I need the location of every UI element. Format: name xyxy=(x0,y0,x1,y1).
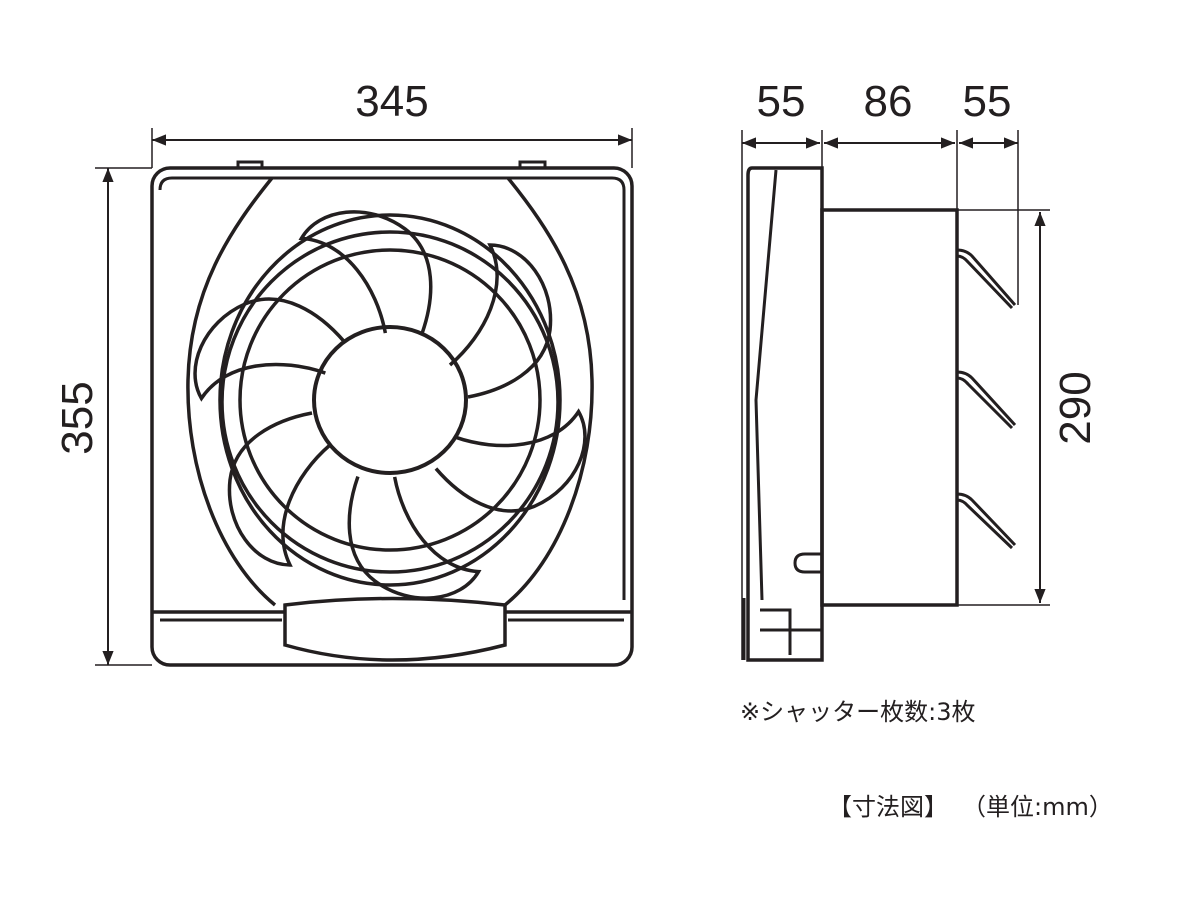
side-shutter-depth-label: 55 xyxy=(963,77,1012,126)
fan-outer-ring xyxy=(218,213,562,587)
side-front-depth-label: 55 xyxy=(757,77,806,126)
side-view xyxy=(742,166,1017,662)
side-height-label: 290 xyxy=(1051,371,1100,444)
fan-inner-ring xyxy=(238,248,542,552)
shutter-count-note: ※シャッター枚数:3枚 xyxy=(740,698,975,726)
shutters xyxy=(956,248,1017,550)
side-body xyxy=(820,208,959,607)
unit-note: （単位:mm） xyxy=(962,793,1113,821)
width-label: 345 xyxy=(355,77,428,126)
fan-hub xyxy=(312,325,468,475)
bottom-grip xyxy=(283,596,507,662)
front-dimensions xyxy=(95,128,633,666)
drawing-title: 【寸法図】 xyxy=(828,793,948,821)
height-label: 355 xyxy=(53,381,102,454)
side-dimensions xyxy=(741,130,1050,660)
front-view xyxy=(150,160,634,667)
side-body-depth-label: 86 xyxy=(864,77,913,126)
